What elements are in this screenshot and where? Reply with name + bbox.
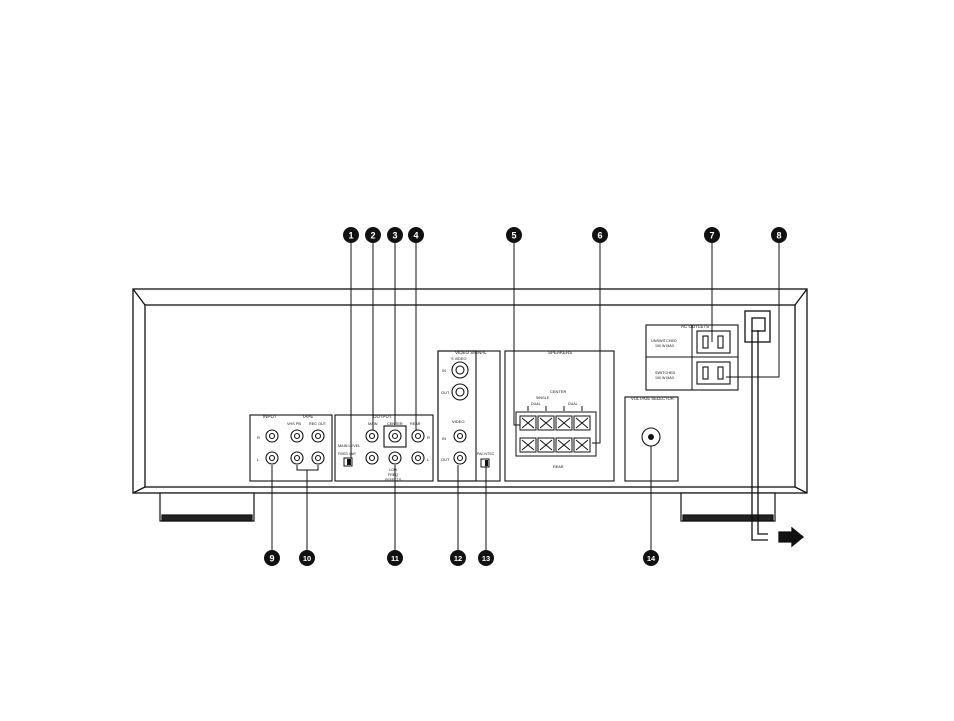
callout-9: 9 bbox=[264, 550, 280, 566]
svg-text:11: 11 bbox=[391, 554, 399, 563]
callout-6: 6 bbox=[592, 227, 608, 243]
svg-text:6: 6 bbox=[597, 231, 602, 241]
video-out-label: OUT bbox=[441, 457, 450, 462]
low-freq-label-2: FREQ bbox=[388, 473, 398, 477]
s-video-in-label: IN bbox=[442, 368, 446, 373]
output-label: OUTPUT bbox=[373, 414, 392, 419]
callout-3: 3 bbox=[387, 227, 403, 243]
svg-text:3: 3 bbox=[392, 231, 397, 241]
svg-text:2: 2 bbox=[370, 231, 375, 241]
callout-1: 1 bbox=[343, 227, 359, 243]
callout-4: 4 bbox=[408, 227, 424, 243]
rec-out-label: REC OUT bbox=[309, 422, 327, 426]
svg-text:8: 8 bbox=[776, 231, 781, 241]
ac-outlets-panel: AC OUTLETS UNSWITCHED 100 W MAX. SWITCHE… bbox=[645, 324, 739, 391]
vhs-pb-label: VHS PB bbox=[287, 422, 301, 426]
callout-8: 8 bbox=[771, 227, 787, 243]
low-freq-label-1: LOW bbox=[389, 468, 398, 472]
input-r-label: R bbox=[257, 435, 260, 440]
speaker-terminals bbox=[515, 406, 597, 457]
video-signal-label: VIDEO SIGNAL bbox=[455, 350, 487, 355]
chassis-inner bbox=[144, 304, 796, 488]
leader-lines bbox=[271, 243, 780, 550]
callout-5: 5 bbox=[506, 227, 522, 243]
fixed-var-label: FIXED VAR bbox=[338, 452, 356, 456]
input-jacks bbox=[265, 429, 325, 465]
s-video-label: S VIDEO bbox=[451, 357, 466, 361]
low-freq-label-3: EFFECTS bbox=[385, 478, 402, 482]
svg-text:9: 9 bbox=[269, 554, 274, 564]
speakers-panel: SPEAKERS CENTER SINGLE DUAL DUAL REAR bbox=[504, 350, 615, 482]
video-jacks bbox=[451, 361, 469, 465]
callout-13: 13 bbox=[478, 550, 494, 566]
callouts: 1 2 3 4 5 6 7 8 9 10 11 12 13 14 bbox=[264, 227, 787, 566]
main-level-switch[interactable] bbox=[343, 457, 353, 467]
output-rear-label: REAR bbox=[410, 422, 421, 426]
unswitched-label: UNSWITCHED bbox=[651, 339, 677, 343]
output-l-label: L bbox=[427, 457, 430, 462]
speakers-label: SPEAKERS bbox=[548, 350, 572, 355]
callout-12: 12 bbox=[450, 550, 466, 566]
callout-2: 2 bbox=[365, 227, 381, 243]
svg-text:5: 5 bbox=[511, 231, 516, 241]
input-l-label: L bbox=[257, 457, 260, 462]
output-r-label: R bbox=[427, 435, 430, 440]
callout-10: 10 bbox=[299, 550, 315, 566]
svg-text:10: 10 bbox=[303, 554, 311, 563]
svg-text:14: 14 bbox=[647, 554, 656, 563]
center-speaker-label: CENTER bbox=[550, 389, 567, 394]
switched-label: SWITCHED bbox=[655, 371, 676, 375]
dual-left-label: DUAL bbox=[531, 402, 541, 406]
pal-ntsc-label: PAL NTSC bbox=[477, 452, 495, 456]
outlets bbox=[696, 330, 731, 385]
video-label: VIDEO bbox=[452, 419, 464, 424]
arrow-icon bbox=[778, 526, 805, 548]
input-label: INPUT bbox=[263, 414, 277, 419]
input-tape-panel: INPUT TAPE VHS PB REC OUT R L bbox=[249, 414, 333, 482]
output-panel: OUTPUT MAIN CENTER REAR MAIN LEVEL FIXED… bbox=[334, 414, 434, 482]
rear-speaker-label: REAR bbox=[553, 465, 564, 469]
power-cord bbox=[744, 310, 805, 548]
single-label: SINGLE bbox=[536, 396, 550, 400]
dual-right-label: DUAL bbox=[568, 402, 578, 406]
chassis-outer bbox=[132, 288, 808, 494]
switched-watt-label: 100 W MAX. bbox=[655, 376, 675, 380]
feet bbox=[159, 492, 776, 522]
voltage-selector-label: VOLTAGE SELECTOR bbox=[631, 396, 674, 401]
chassis bbox=[132, 288, 808, 494]
video-signal-panel: VIDEO SIGNAL S VIDEO IN OUT VIDEO IN OUT… bbox=[437, 350, 501, 482]
main-level-label: MAIN LEVEL bbox=[338, 444, 360, 448]
svg-text:7: 7 bbox=[709, 231, 714, 241]
callout-11: 11 bbox=[387, 550, 403, 566]
svg-text:4: 4 bbox=[413, 231, 418, 241]
svg-text:12: 12 bbox=[454, 554, 462, 563]
ac-outlets-label: AC OUTLETS bbox=[681, 324, 709, 329]
svg-text:1: 1 bbox=[348, 231, 353, 241]
callout-7: 7 bbox=[704, 227, 720, 243]
svg-text:13: 13 bbox=[482, 554, 490, 563]
unswitched-watt-label: 100 W MAX. bbox=[655, 344, 675, 348]
s-video-out-label: OUT bbox=[441, 390, 450, 395]
pal-ntsc-switch[interactable] bbox=[480, 458, 490, 468]
video-in-label: IN bbox=[442, 436, 446, 441]
output-jacks bbox=[365, 425, 425, 465]
callout-14: 14 bbox=[643, 550, 659, 566]
tape-label: TAPE bbox=[302, 414, 313, 419]
